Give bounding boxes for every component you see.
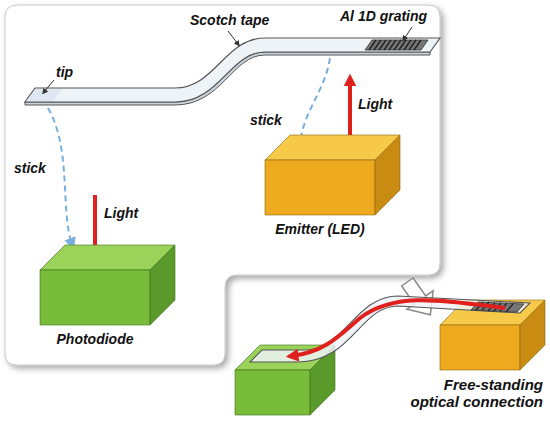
leader-line bbox=[404, 27, 412, 39]
block-face bbox=[375, 135, 400, 215]
emitter-block bbox=[440, 300, 545, 370]
stick-arrow bbox=[300, 58, 330, 146]
block-face bbox=[40, 270, 150, 325]
device-block: Photodiode bbox=[40, 245, 180, 349]
part-label: Light bbox=[358, 96, 392, 112]
block-face bbox=[265, 160, 375, 215]
block-face bbox=[150, 245, 175, 325]
leader-line bbox=[44, 80, 54, 92]
device-label: Emitter (LED) bbox=[250, 221, 390, 237]
leader-line bbox=[228, 31, 238, 44]
part-label: Al 1D grating bbox=[340, 8, 427, 24]
light-path-arrow bbox=[292, 300, 505, 356]
part-label: stick bbox=[250, 112, 282, 128]
scotch-tape bbox=[25, 38, 440, 102]
tape-tip bbox=[26, 89, 62, 101]
part-label: tip bbox=[56, 64, 73, 80]
part-label: Light bbox=[104, 205, 138, 221]
caption-note: Free-standing optical connection bbox=[398, 376, 543, 411]
device-block: Emitter (LED) bbox=[265, 135, 405, 239]
scotch-tape bbox=[250, 296, 530, 362]
part-label: Scotch tape bbox=[190, 12, 269, 28]
part-label: stick bbox=[14, 160, 46, 176]
device-label: Photodiode bbox=[25, 331, 165, 347]
grating bbox=[365, 40, 428, 50]
stick-arrow bbox=[48, 108, 72, 244]
